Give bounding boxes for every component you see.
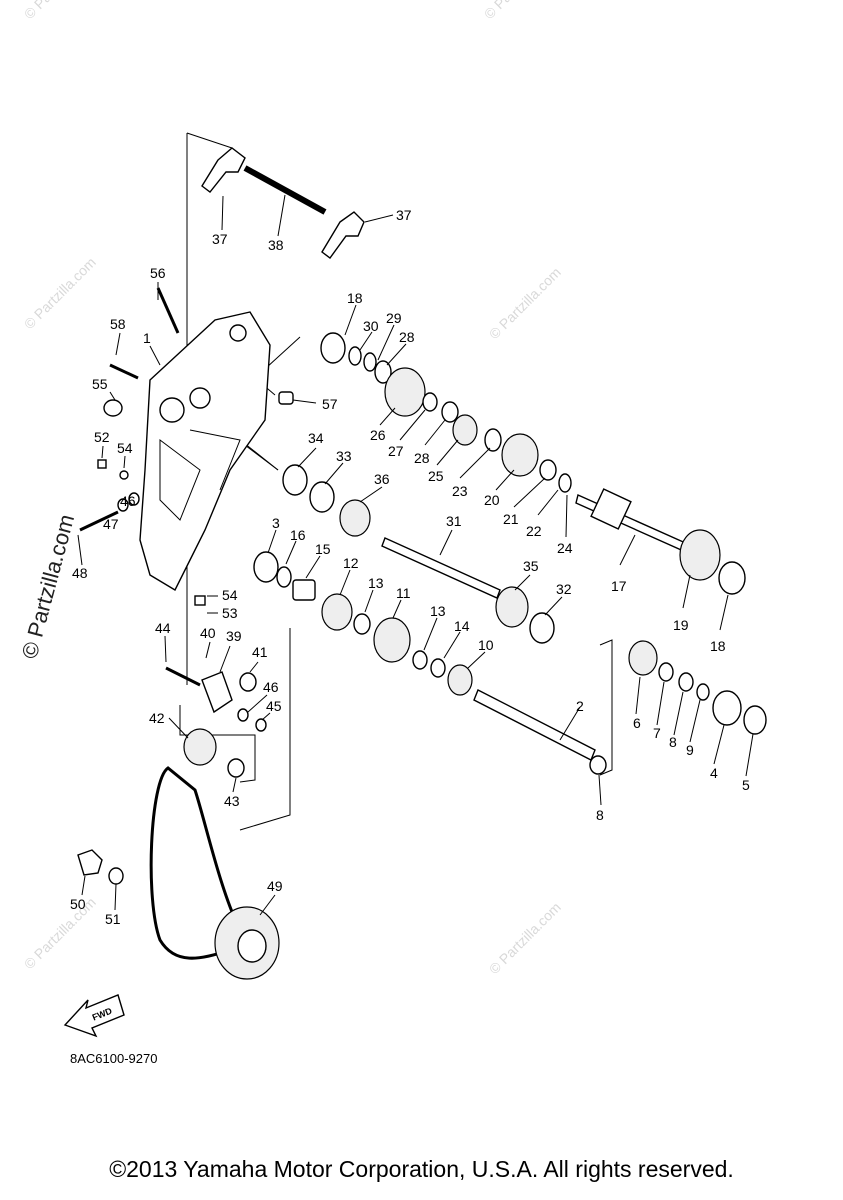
drive-chain bbox=[149, 766, 280, 980]
callout-label: 12 bbox=[343, 555, 359, 571]
callout-label: 9 bbox=[686, 742, 694, 758]
callout-label: 37 bbox=[396, 207, 412, 223]
callout-label: 20 bbox=[484, 492, 500, 508]
callout-label: 19 bbox=[673, 617, 689, 633]
lower-shaft bbox=[253, 551, 767, 775]
callout-label: 42 bbox=[149, 710, 165, 726]
middle-shaft bbox=[282, 464, 555, 644]
shift-forks bbox=[201, 147, 365, 259]
callout-label: 10 bbox=[478, 637, 494, 653]
callout-label: 51 bbox=[105, 911, 121, 927]
callout-label: 18 bbox=[710, 638, 726, 654]
callout-label: 46 bbox=[263, 679, 279, 695]
callout-label: 4 bbox=[710, 765, 718, 781]
callout-label: 3 bbox=[272, 515, 280, 531]
callout-label: 54 bbox=[117, 440, 133, 456]
callout-label: 50 bbox=[70, 896, 86, 912]
callout-label: 2 bbox=[576, 698, 584, 714]
callout-label: 53 bbox=[222, 605, 238, 621]
callout-label: 17 bbox=[611, 578, 627, 594]
watermark: © Partzilla.com bbox=[481, 0, 559, 22]
callout-label: 55 bbox=[92, 376, 108, 392]
callout-label: 49 bbox=[267, 878, 283, 894]
callout-label: 45 bbox=[266, 698, 282, 714]
callout-label: 34 bbox=[308, 430, 324, 446]
callout-label: 40 bbox=[200, 625, 216, 641]
callout-label: 7 bbox=[653, 725, 661, 741]
callout-label: 58 bbox=[110, 316, 126, 332]
callout-label: 5 bbox=[742, 777, 750, 793]
callout-label: 31 bbox=[446, 513, 462, 529]
callout-label: 46 bbox=[120, 493, 136, 509]
callout-label: 28 bbox=[399, 329, 415, 345]
callouts: 1 2 3 4 5 6 7 8 8 9 10 11 12 13 13 14 15… bbox=[70, 207, 750, 927]
upper-shaft bbox=[278, 332, 746, 595]
watermark: © Partzilla.com bbox=[21, 254, 99, 332]
callout-label: 8 bbox=[596, 807, 604, 823]
callout-label: 14 bbox=[454, 618, 470, 634]
callout-label: 56 bbox=[150, 265, 166, 281]
callout-label: 41 bbox=[252, 644, 268, 660]
callout-label: 47 bbox=[103, 516, 119, 532]
diagram-code: 8AC6100-9270 bbox=[70, 1051, 157, 1066]
callout-label: 25 bbox=[428, 468, 444, 484]
callout-label: 8 bbox=[669, 734, 677, 750]
callout-label: 44 bbox=[155, 620, 171, 636]
small-hardware bbox=[77, 287, 267, 885]
watermark: © Partzilla.com bbox=[486, 899, 564, 977]
callout-label: 35 bbox=[523, 558, 539, 574]
callout-label: 21 bbox=[503, 511, 519, 527]
callout-label: 13 bbox=[430, 603, 446, 619]
callout-label: 16 bbox=[290, 527, 306, 543]
callout-label: 1 bbox=[143, 330, 151, 346]
callout-label: 33 bbox=[336, 448, 352, 464]
watermark: © Partzilla.com bbox=[21, 894, 99, 972]
fwd-arrow: FWD bbox=[63, 994, 125, 1038]
callout-label: 52 bbox=[94, 429, 110, 445]
callout-label: 26 bbox=[370, 427, 386, 443]
callout-label: 30 bbox=[363, 318, 379, 334]
callout-label: 48 bbox=[72, 565, 88, 581]
callout-label: 27 bbox=[388, 443, 404, 459]
leader-lines bbox=[77, 194, 754, 916]
copyright-notice: ©2013 Yamaha Motor Corporation, U.S.A. A… bbox=[109, 1156, 734, 1182]
callout-label: 37 bbox=[212, 231, 228, 247]
callout-label: 15 bbox=[315, 541, 331, 557]
callout-label: 39 bbox=[226, 628, 242, 644]
callout-label: 32 bbox=[556, 581, 572, 597]
callout-label: 22 bbox=[526, 523, 542, 539]
callout-label: 28 bbox=[414, 450, 430, 466]
callout-label: 38 bbox=[268, 237, 284, 253]
callout-label: 13 bbox=[368, 575, 384, 591]
watermark: © Partzilla.com bbox=[486, 264, 564, 342]
callout-label: 57 bbox=[322, 396, 338, 412]
callout-label: 54 bbox=[222, 587, 238, 603]
watermark-vertical: © Partzilla.com bbox=[17, 512, 80, 662]
callout-label: 23 bbox=[452, 483, 468, 499]
crankcase-cover bbox=[139, 311, 271, 591]
callout-label: 36 bbox=[374, 471, 390, 487]
callout-label: 11 bbox=[396, 585, 411, 601]
callout-label: 29 bbox=[386, 310, 402, 326]
watermark: © Partzilla.com bbox=[21, 0, 99, 22]
callout-label: 24 bbox=[557, 540, 573, 556]
callout-label: 18 bbox=[347, 290, 363, 306]
callout-label: 43 bbox=[224, 793, 240, 809]
callout-label: 6 bbox=[633, 715, 641, 731]
